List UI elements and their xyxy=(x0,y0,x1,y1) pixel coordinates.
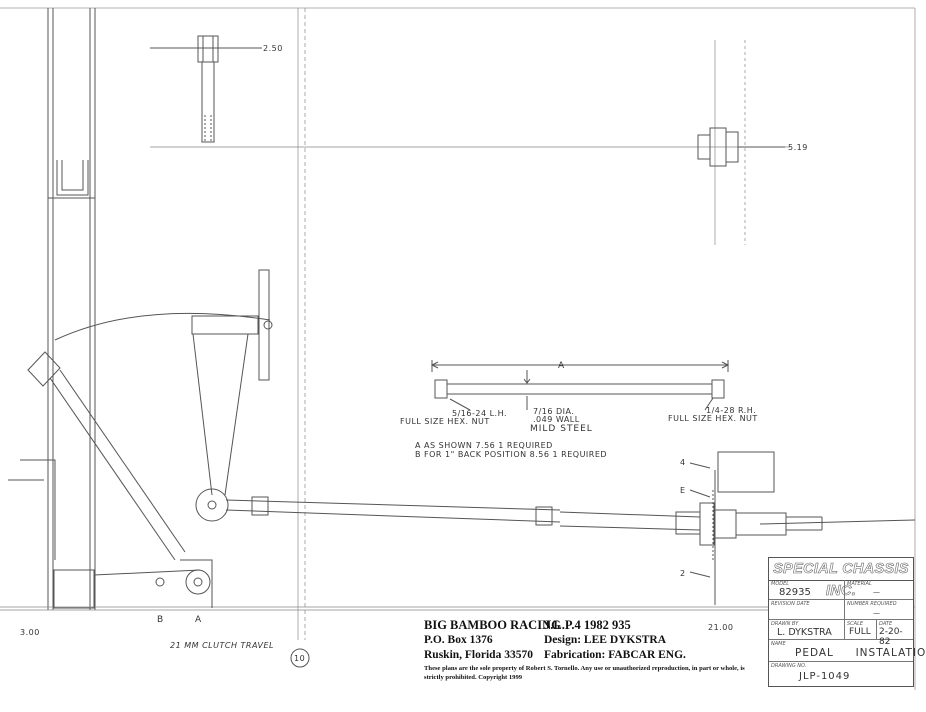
tube-line2: .049 WALL xyxy=(533,415,580,424)
design-by: Design: LEE DYKSTRA xyxy=(544,634,667,646)
date-cell: DATE 2-20-82 xyxy=(877,620,913,647)
date-value: 2-20-82 xyxy=(879,627,903,647)
tube-line3: MILD STEEL xyxy=(530,424,593,434)
revision-label: REVISION DATE xyxy=(771,601,810,607)
callout-e: E xyxy=(680,486,686,495)
material-label: MATERIAL xyxy=(847,581,872,587)
left-nut-line2: FULL SIZE HEX. NUT xyxy=(400,417,490,426)
pivot-a-label: A xyxy=(195,615,202,625)
floor-offset-dim: 3.00 xyxy=(20,628,40,637)
drawing-no-label: DRAWING NO. xyxy=(771,663,807,669)
name-value: PEDAL INSTALATION xyxy=(795,647,926,659)
material-value: — xyxy=(873,588,880,596)
right-nut-line2: FULL SIZE HEX. NUT xyxy=(668,414,758,423)
hub-offset-dim: 5.19 xyxy=(788,143,808,152)
rod-detail xyxy=(430,360,730,411)
ref-line-dim: 21.00 xyxy=(708,623,733,632)
date-label: DATE xyxy=(879,621,893,627)
clutch-travel-note: 21 MM CLUTCH TRAVEL xyxy=(170,641,274,650)
section-mark-circle xyxy=(290,648,310,668)
sheet-border xyxy=(0,7,916,690)
section-mark: 10 xyxy=(294,654,305,663)
revision-cell: REVISION DATE xyxy=(769,600,845,620)
model-value: 82935 xyxy=(779,587,811,598)
name-label: NAME xyxy=(771,641,786,647)
drawn-value: L. DYKSTRA xyxy=(777,627,832,638)
team-address-1: P.O. Box 1376 xyxy=(424,634,493,646)
number-required-cell: NUMBER REQUIRED — xyxy=(845,600,913,620)
bolt-detail xyxy=(150,35,262,143)
team-credit: BIG BAMBOO RACING P.O. Box 1376 Ruskin, … xyxy=(424,618,561,663)
callout-2: 2 xyxy=(680,569,686,578)
design-credit: J.L.P.4 1982 935 Design: LEE DYKSTRA Fab… xyxy=(544,618,686,663)
reference-lines xyxy=(0,8,915,640)
push-rod xyxy=(225,496,916,546)
scale-value: FULL xyxy=(849,627,871,637)
tube-line1: 7/16 DIA. xyxy=(533,407,574,416)
pedal-assembly xyxy=(8,269,273,609)
rod-length-dim: A xyxy=(558,361,565,371)
fabrication-by: Fabrication: FABCAR ENG. xyxy=(544,649,686,661)
copyright-notice: These plans are the sole property of Rob… xyxy=(424,665,745,681)
callout-4: 4 xyxy=(680,458,686,467)
model-label: MODEL xyxy=(771,581,790,587)
hub-detail xyxy=(697,127,785,167)
drawing-no-cell: DRAWING NO. JLP-1049 xyxy=(769,662,913,686)
master-cylinder xyxy=(689,451,775,605)
note-b: B FOR 1" BACK POSITION 8.56 1 REQUIRED xyxy=(415,450,607,459)
right-nut-line1: 1/4-28 R.H. xyxy=(706,406,756,415)
name-cell: NAME PEDAL INSTALATION xyxy=(769,640,926,662)
pivot-b-label: B xyxy=(157,615,164,625)
team-address-2: Ruskin, Florida 33570 xyxy=(424,649,533,661)
scale-label: SCALE xyxy=(847,621,864,627)
material-cell: MATERIAL — xyxy=(845,580,913,600)
company-name: SPECIAL CHASSIS INC. xyxy=(769,558,913,599)
left-nut-line1: 5/16-24 L.H. xyxy=(452,409,507,418)
team-name: BIG BAMBOO RACING xyxy=(424,618,561,632)
model-cell: MODEL 82935 xyxy=(769,580,845,600)
car-id: J.L.P.4 1982 935 xyxy=(544,618,631,632)
note-a: A AS SHOWN 7.56 1 REQUIRED xyxy=(415,441,553,450)
drawn-cell: DRAWN BY L. DYKSTRA xyxy=(769,620,845,640)
bolt-length-dim: 2.50 xyxy=(263,44,283,53)
drawing-no-value: JLP-1049 xyxy=(799,671,851,682)
title-block: SPECIAL CHASSIS INC. MODEL 82935 MATERIA… xyxy=(768,557,926,687)
number-required-label: NUMBER REQUIRED xyxy=(847,601,897,607)
chassis-tube xyxy=(47,8,96,610)
drawn-label: DRAWN BY xyxy=(771,621,799,627)
scale-cell: SCALE FULL xyxy=(845,620,877,640)
number-required-value: — xyxy=(873,609,880,617)
